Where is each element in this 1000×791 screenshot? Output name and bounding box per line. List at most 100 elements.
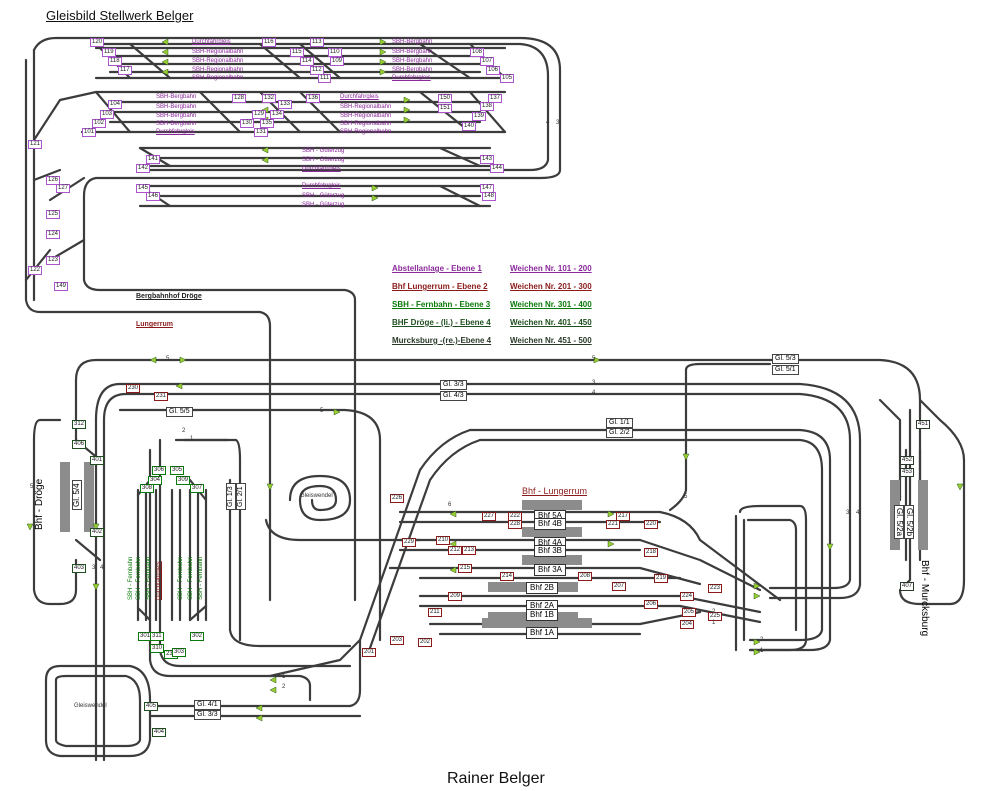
weiche-number[interactable]: 143 — [480, 155, 495, 164]
bhf-box[interactable]: Bhf 2B — [526, 582, 559, 594]
weiche-number[interactable]: 302 — [190, 632, 205, 641]
weiche-number[interactable]: 451 — [916, 420, 931, 429]
weiche-number[interactable]: 218 — [644, 548, 659, 557]
weiche-number[interactable]: 402 — [90, 528, 105, 537]
weiche-number[interactable]: 223 — [708, 584, 723, 593]
gleis-box[interactable]: Gl. 5/2b — [904, 505, 914, 540]
weiche-number[interactable]: 120 — [90, 38, 105, 47]
weiche-number[interactable]: 107 — [480, 57, 495, 66]
bhf-box[interactable]: Bhf 4B — [534, 518, 567, 530]
weiche-number[interactable]: 401 — [90, 456, 105, 465]
weiche-number[interactable]: 137 — [488, 94, 503, 103]
weiche-number[interactable]: 309 — [176, 476, 191, 485]
weiche-number[interactable]: 129 — [252, 110, 267, 119]
weiche-number[interactable]: 231 — [154, 392, 169, 401]
weiche-number[interactable]: 138 — [480, 102, 495, 111]
weiche-number[interactable]: 140 — [462, 122, 477, 131]
weiche-number[interactable]: 221 — [606, 520, 621, 529]
weiche-number[interactable]: 130 — [240, 119, 255, 128]
weiche-number[interactable]: 219 — [654, 574, 669, 583]
weiche-number[interactable]: 224 — [680, 592, 695, 601]
weiche-number[interactable]: 312 — [72, 420, 87, 429]
weiche-number[interactable]: 101 — [82, 128, 97, 137]
weiche-number[interactable]: 215 — [458, 564, 473, 573]
weiche-number[interactable]: 217 — [616, 512, 631, 521]
weiche-number[interactable]: 126 — [46, 176, 61, 185]
weiche-number[interactable]: 128 — [232, 94, 247, 103]
weiche-number[interactable]: 113 — [310, 38, 324, 47]
weiche-number[interactable]: 203 — [390, 636, 405, 645]
bhf-box[interactable]: Bhf 3A — [534, 564, 567, 576]
weiche-number[interactable]: 226 — [390, 494, 405, 503]
weiche-number[interactable]: 102 — [92, 119, 107, 128]
gleis-box[interactable]: Gl. 5/1 — [772, 365, 799, 375]
weiche-number[interactable]: 308 — [140, 484, 155, 493]
weiche-number[interactable]: 135 — [260, 119, 275, 128]
weiche-number[interactable]: 123 — [46, 256, 61, 265]
bhf-box[interactable]: Bhf 1A — [526, 627, 559, 639]
weiche-number[interactable]: 403 — [72, 564, 87, 573]
weiche-number[interactable]: 210 — [436, 536, 451, 545]
weiche-number[interactable]: 112 — [310, 66, 324, 75]
gleis-box[interactable]: Gl. 1/1 — [606, 418, 633, 428]
weiche-number[interactable]: 206 — [644, 600, 659, 609]
weiche-number[interactable]: 311 — [150, 632, 164, 641]
weiche-number[interactable]: 119 — [102, 48, 116, 57]
weiche-number[interactable]: 209 — [448, 592, 463, 601]
weiche-number[interactable]: 106 — [486, 66, 501, 75]
weiche-number[interactable]: 406 — [72, 440, 87, 449]
weiche-number[interactable]: 104 — [108, 100, 123, 109]
weiche-number[interactable]: 151 — [438, 104, 453, 113]
weiche-number[interactable]: 307 — [190, 484, 205, 493]
weiche-number[interactable]: 134 — [270, 110, 285, 119]
weiche-number[interactable]: 127 — [56, 184, 71, 193]
weiche-number[interactable]: 145 — [136, 184, 151, 193]
weiche-number[interactable]: 306 — [152, 466, 167, 475]
gleis-box[interactable]: Gl. 5/3 — [772, 354, 799, 364]
weiche-number[interactable]: 115 — [290, 48, 304, 57]
weiche-number[interactable]: 225 — [708, 612, 723, 621]
weiche-number[interactable]: 114 — [300, 57, 314, 66]
weiche-number[interactable]: 144 — [490, 164, 505, 173]
weiche-number[interactable]: 304 — [148, 476, 163, 485]
weiche-number[interactable]: 108 — [470, 48, 485, 57]
weiche-number[interactable]: 214 — [500, 572, 515, 581]
weiche-number[interactable]: 205 — [682, 608, 697, 617]
weiche-number[interactable]: 131 — [254, 128, 269, 137]
weiche-number[interactable]: 110 — [328, 48, 342, 57]
weiche-number[interactable]: 407 — [900, 582, 915, 591]
weiche-number[interactable]: 220 — [644, 520, 659, 529]
weiche-number[interactable]: 105 — [500, 74, 515, 83]
weiche-number[interactable]: 212 — [448, 546, 463, 555]
weiche-number[interactable]: 228 — [508, 520, 523, 529]
weiche-number[interactable]: 118 — [108, 57, 122, 66]
weiche-number[interactable]: 305 — [170, 466, 185, 475]
weiche-number[interactable]: 453 — [900, 468, 915, 477]
gleis-box[interactable]: Gl. 5/2a — [894, 505, 904, 540]
weiche-number[interactable]: 204 — [680, 620, 695, 629]
gleis-box[interactable]: Gl. 3/3 — [440, 380, 467, 390]
weiche-number[interactable]: 116 — [262, 38, 276, 47]
weiche-number[interactable]: 142 — [136, 164, 151, 173]
bhf-box[interactable]: Bhf 1B — [526, 609, 559, 621]
weiche-number[interactable]: 132 — [262, 94, 277, 103]
gleis-box[interactable]: Gl. 3/3 — [194, 710, 221, 720]
gleis-box[interactable]: Gl. 4/3 — [440, 391, 467, 401]
gleis-box[interactable]: Gl. 2/1 — [236, 483, 246, 510]
weiche-number[interactable]: 148 — [482, 192, 497, 201]
weiche-number[interactable]: 124 — [46, 230, 61, 239]
weiche-number[interactable]: 139 — [472, 112, 487, 121]
gleis-box[interactable]: Gl. 5/5 — [166, 407, 193, 417]
weiche-number[interactable]: 207 — [612, 582, 627, 591]
weiche-number[interactable]: 201 — [362, 648, 377, 657]
weiche-number[interactable]: 452 — [900, 456, 915, 465]
weiche-number[interactable]: 229 — [402, 538, 417, 547]
weiche-number[interactable]: 111 — [318, 74, 332, 83]
gleis-box[interactable]: Gl. 4/1 — [194, 700, 221, 710]
weiche-number[interactable]: 303 — [172, 648, 187, 657]
weiche-number[interactable]: 404 — [152, 728, 167, 737]
weiche-number[interactable]: 122 — [28, 266, 43, 275]
weiche-number[interactable]: 141 — [146, 155, 161, 164]
weiche-number[interactable]: 133 — [278, 100, 293, 109]
weiche-number[interactable]: 405 — [144, 702, 159, 711]
